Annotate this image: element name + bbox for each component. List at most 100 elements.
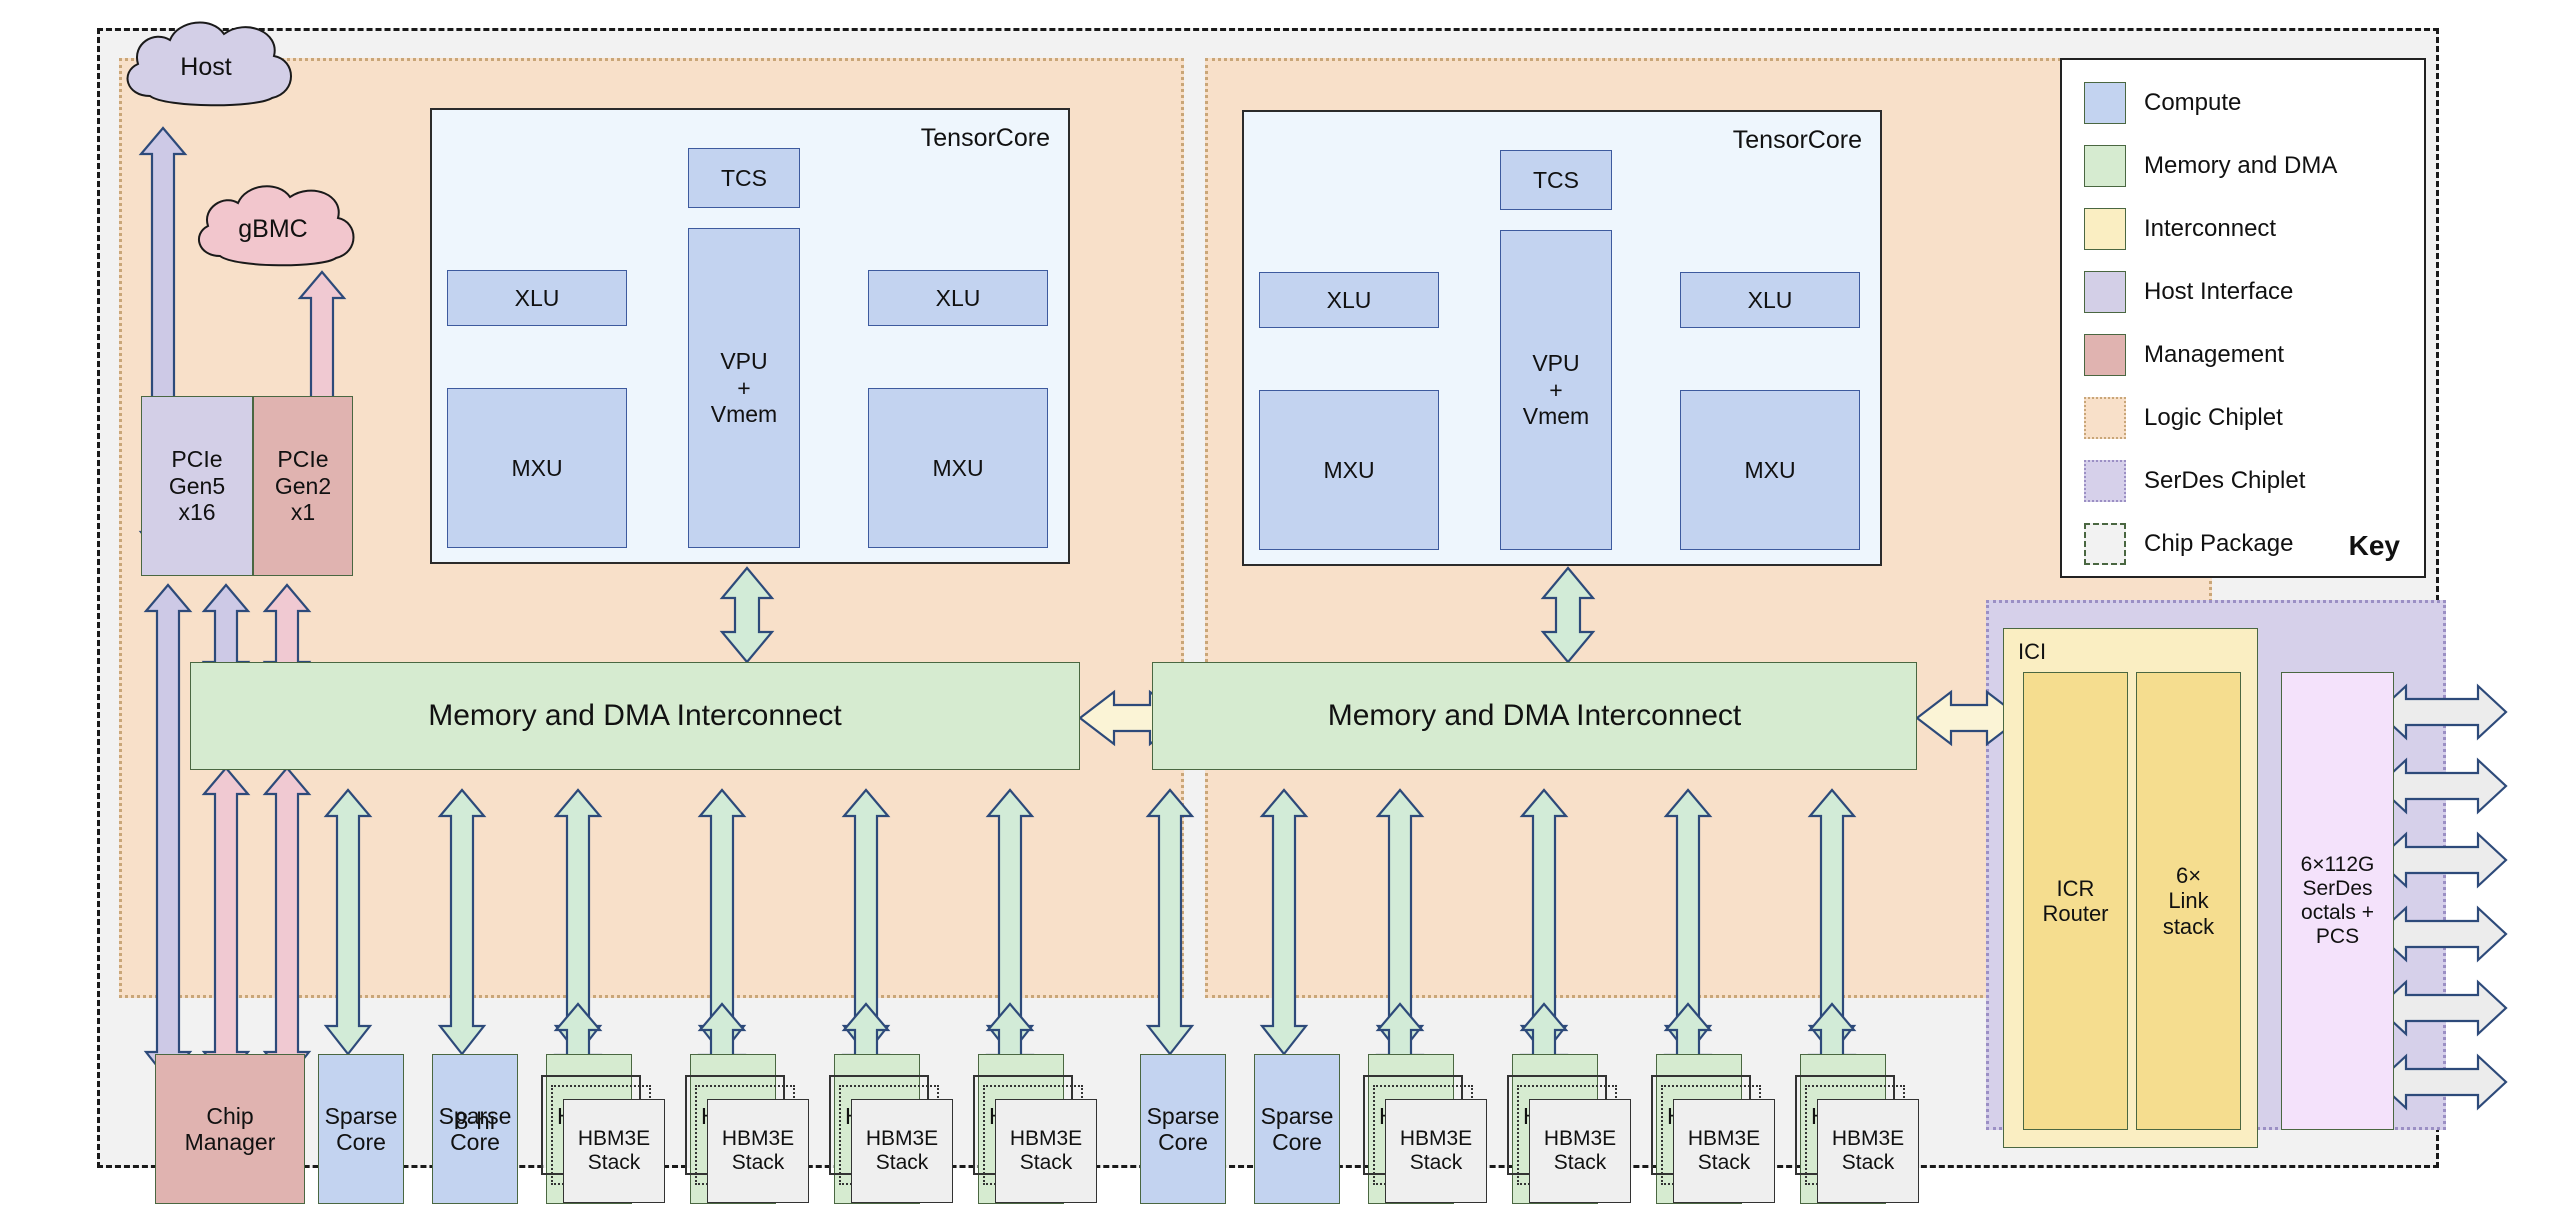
hbm3e-stack-r4[interactable]: HBM3E Stack [1817,1099,1919,1203]
mxu-block-left-west[interactable]: MXU [447,388,627,548]
hbm3e-stack-group-l3: HBM3E Stack [829,1075,959,1205]
vpu-vmem-block-left[interactable]: VPU + Vmem [688,228,800,548]
sparse-core-r1-line2: Core [1158,1129,1208,1155]
xlu-block-right-west[interactable]: XLU [1259,272,1439,328]
vpu-vmem-block-right[interactable]: VPU + Vmem [1500,230,1612,550]
vpu-line-2-right: + [1549,376,1563,403]
xlu-block-left-east[interactable]: XLU [868,270,1048,326]
hbm3e-stack-l4-line1: HBM3E [1009,1126,1083,1150]
gbmc-cloud-label: gBMC [238,214,308,243]
sparse-core-l1-line2: Core [336,1129,386,1155]
chip-manager-line-1: Chip [206,1102,254,1129]
sparse-core-l2[interactable]: Sparse Core [432,1054,518,1204]
key-item-host-interface: Host Interface [2084,271,2293,313]
hbm3e-stack-group-r4: HBM3E Stack [1795,1075,1925,1205]
tcs-label-right: TCS [1533,166,1579,193]
hbm3e-stack-r1[interactable]: HBM3E Stack [1385,1099,1487,1203]
hbm3e-stack-group-l4: HBM3E Stack [973,1075,1103,1205]
host-cloud: Host [106,12,306,122]
hbm3e-stack-l1-line1: HBM3E [577,1126,651,1150]
key-swatch-memory-and-dma [2084,145,2126,187]
key-swatch-host-interface [2084,271,2126,313]
key-label-compute: Compute [2144,89,2242,116]
vpu-line-3-left: Vmem [710,401,778,428]
pcie-gen2-line-2: Gen2 [274,472,332,499]
memory-dma-interconnect-left-label: Memory and DMA Interconnect [428,698,842,732]
sparse-core-l1[interactable]: Sparse Core [318,1054,404,1204]
key-label-interconnect: Interconnect [2144,215,2277,242]
serdes-line1: 6×112G [2300,852,2375,876]
tcs-block-left[interactable]: TCS [688,148,800,208]
key-item-interconnect: Interconnect [2084,208,2276,250]
key-label-management: Management [2144,341,2285,368]
hbm3e-stack-r4-line2: Stack [1841,1151,1895,1174]
sparse-core-r2-line1: Sparse [1260,1102,1334,1129]
memory-dma-interconnect-right[interactable]: Memory and DMA Interconnect [1152,662,1917,770]
hbm3e-stack-l3[interactable]: HBM3E Stack [851,1099,953,1203]
sparse-core-r2[interactable]: Sparse Core [1254,1054,1340,1204]
key-label-chip-package: Chip Package [2144,530,2294,557]
sparse-core-l2-line1: Sparse [438,1102,512,1129]
xlu-block-right-east[interactable]: XLU [1680,272,1860,328]
mxu-label-left-east: MXU [932,454,984,481]
icr-router-line2: Router [2042,901,2109,926]
xlu-block-left-west[interactable]: XLU [447,270,627,326]
memory-dma-interconnect-left[interactable]: Memory and DMA Interconnect [190,662,1080,770]
serdes-octals-pcs-block[interactable]: 6×112G SerDes octals + PCS [2281,672,2394,1130]
hbm3e-stack-r1-line2: Stack [1409,1151,1463,1174]
hbm3e-stack-group-r3: HBM3E Stack [1651,1075,1781,1205]
hbm3e-stack-r2-line2: Stack [1553,1151,1607,1174]
xlu-label-left-west: XLU [514,284,560,311]
tcs-block-right[interactable]: TCS [1500,150,1612,210]
hbm3e-stack-l4[interactable]: HBM3E Stack [995,1099,1097,1203]
key-swatch-chip-package [2084,523,2126,565]
key-title: Key [2348,530,2400,561]
chip-manager-block[interactable]: Chip Manager [155,1054,305,1204]
key-item-serdes-chiplet: SerDes Chiplet [2084,460,2305,502]
ici-label: ICI [2018,639,2047,664]
key-label-memory-and-dma: Memory and DMA [2144,152,2338,179]
hbm3e-stack-l2-line2: Stack [731,1151,785,1174]
sparse-core-l2-line2: Core [450,1129,500,1155]
hbm3e-stack-l3-line2: Stack [875,1151,929,1174]
tensorcore-left-label: TensorCore [920,124,1050,152]
sparse-core-r2-line2: Core [1272,1129,1322,1155]
mxu-label-right-west: MXU [1323,456,1375,483]
hbm3e-stack-r3-line1: HBM3E [1687,1126,1761,1150]
hbm3e-stack-group-r1: HBM3E Stack [1363,1075,1493,1205]
vpu-line-2-left: + [737,374,751,401]
key-item-compute: Compute [2084,82,2241,124]
icr-router-block[interactable]: ICR Router [2023,672,2128,1130]
link-stack-block[interactable]: 6× Link stack [2136,672,2241,1130]
hbm3e-stack-group-l2: HBM3E Stack [685,1075,815,1205]
hbm3e-stack-l1[interactable]: HBM3E Stack [563,1099,665,1203]
memory-dma-interconnect-right-label: Memory and DMA Interconnect [1327,698,1742,732]
hbm3e-stack-l2[interactable]: HBM3E Stack [707,1099,809,1203]
hbm3e-stack-group-l1: HBM3E Stack [541,1075,671,1205]
sparse-core-r1[interactable]: Sparse Core [1140,1054,1226,1204]
hbm3e-stack-r3[interactable]: HBM3E Stack [1673,1099,1775,1203]
key-item-memory-and-dma: Memory and DMA [2084,145,2337,187]
xlu-label-right-west: XLU [1326,286,1372,313]
icr-router-line1: ICR [2056,875,2095,901]
hbm3e-stack-r4-line1: HBM3E [1831,1126,1905,1150]
vpu-line-1-left: VPU [720,348,768,375]
pcie-gen5-block[interactable]: PCIe Gen5 x16 [141,396,253,576]
tensorcore-right-label: TensorCore [1732,126,1862,154]
pcie-gen2-line-3: x1 [290,499,316,526]
mxu-block-right-west[interactable]: MXU [1259,390,1439,550]
xlu-label-right-east: XLU [1747,286,1793,313]
pcie-gen5-line-2: Gen5 [168,472,226,499]
pcie-gen2-block[interactable]: PCIe Gen2 x1 [253,396,353,576]
serdes-line3: octals + [2301,901,2374,924]
link-stack-line2: Link [2168,888,2209,914]
host-cloud-label: Host [180,52,232,81]
hbm3e-stack-r1-line1: HBM3E [1399,1126,1473,1150]
mxu-block-left-east[interactable]: MXU [868,388,1048,548]
sparse-core-r1-line1: Sparse [1146,1102,1220,1129]
key-swatch-management [2084,334,2126,376]
key-label-logic-chiplet: Logic Chiplet [2144,404,2283,431]
key-legend-box: Compute Memory and DMA Interconnect Host… [2060,58,2426,578]
mxu-block-right-east[interactable]: MXU [1680,390,1860,550]
hbm3e-stack-r2[interactable]: HBM3E Stack [1529,1099,1631,1203]
